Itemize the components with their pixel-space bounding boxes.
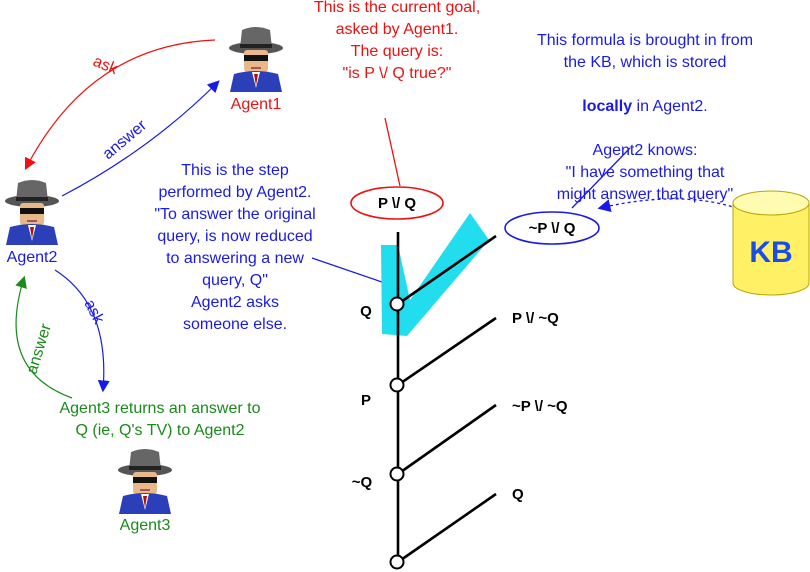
agent2-figure xyxy=(5,180,59,245)
goal-callout-line xyxy=(384,117,401,187)
answer-arrow-top xyxy=(61,80,220,197)
agent3-note: Agent3 returns an answer to Q (ie, Q's T… xyxy=(59,400,261,439)
goal-formula: P \/ Q xyxy=(378,195,416,212)
kb-label: KB xyxy=(749,236,792,269)
agent1-figure xyxy=(229,27,283,92)
kb-note: This formula is brought in from the KB, … xyxy=(515,8,775,206)
tree-node xyxy=(389,554,405,570)
step-callout-line xyxy=(311,257,383,283)
agent1-name: Agent1 xyxy=(231,96,282,113)
agent2-name: Agent2 xyxy=(7,249,58,266)
kb-callout-line xyxy=(571,147,631,209)
goal-ellipse xyxy=(350,186,444,220)
kb-dotted-arrow xyxy=(597,198,766,221)
ask-arrow-top xyxy=(24,39,216,171)
branch-label-not-p-or-not-q: ~P \/ ~Q xyxy=(512,398,568,415)
kb-note-line2: in Agent2. xyxy=(632,98,708,115)
kb-note-line3: Agent2 knows: "I have something that mig… xyxy=(556,142,734,203)
agent3-figure xyxy=(118,449,172,514)
goal-note: This is the current goal, asked by Agent… xyxy=(313,0,481,82)
kb-formula: ~P \/ Q xyxy=(529,220,576,237)
ask-arrow-bottom xyxy=(54,269,110,393)
answer-label-top: answer xyxy=(100,116,151,163)
step-note: This is the step performed by Agent2. "T… xyxy=(154,162,316,333)
agent3-name: Agent3 xyxy=(120,517,171,534)
tree-node xyxy=(389,296,405,312)
ask-label-bottom: ask xyxy=(80,297,107,328)
tree-node xyxy=(389,377,405,393)
kb-cylinder: KB xyxy=(732,190,810,296)
tree-node xyxy=(389,466,405,482)
ask-label-top: ask xyxy=(91,53,121,78)
answer-label-bottom: answer xyxy=(24,321,56,376)
node-label-not-q: ~Q xyxy=(352,474,373,491)
branch-label-p-or-not-q: P \/ ~Q xyxy=(512,310,559,327)
kb-formula-ellipse xyxy=(504,211,600,245)
resolution-tree xyxy=(389,232,497,570)
node-label-q: Q xyxy=(360,303,372,320)
reduction-check-mark xyxy=(381,213,489,336)
kb-note-bold: locally xyxy=(582,98,633,115)
branch-label-q: Q xyxy=(512,486,524,503)
node-label-p: P xyxy=(361,392,371,409)
kb-note-line1: This formula is brought in from the KB, … xyxy=(536,32,754,71)
answer-arrow-bottom xyxy=(15,275,73,399)
